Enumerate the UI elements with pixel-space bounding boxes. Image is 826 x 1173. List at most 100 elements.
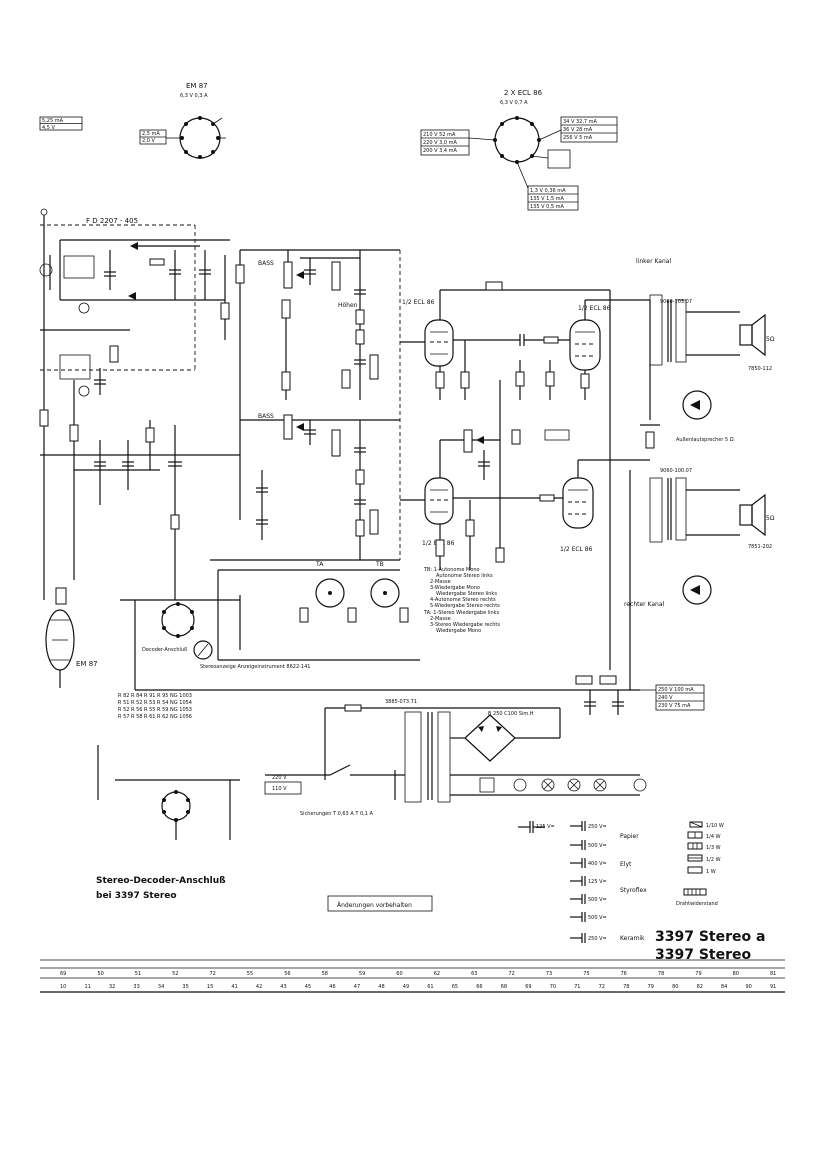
switch-legend-4: Wiedergabe Stereo links [436,591,497,597]
cap-voltage-6: 500 V= [588,915,607,921]
em87-reading-2: 2,0 V [142,138,156,144]
input-section: EM 87 [39,208,240,688]
index-number: 69 [525,984,531,990]
index-number: 11 [85,984,91,990]
index-number: 61 [427,984,433,990]
ecl86-right-reading-3: 256 V 5 mA [563,135,593,141]
capacitor-legend: 125 V= 250 V= 500 V= Papier 400 V= Elyt … [518,821,647,943]
speaker-left-label: 7850-112 [748,366,772,372]
transformer-right-label: 9060-100.07 [660,468,692,474]
ecl86-left-reading-1: 210 V 52 mA [423,132,456,138]
index-number: 15 [207,984,213,990]
res-rating-3: 1/2 W [706,857,721,863]
switch-legend-2: 2-Masse [430,579,451,585]
index-number: 41 [231,984,237,990]
switch-legend-1: Autonome Stereo links [436,573,493,579]
ecl86-top-name: 2 X ECL 86 [504,89,543,97]
parts-row-2: R 52 R 56 R 55 R 59 NG 1053 [118,707,192,713]
cap-group-elyt: Elyt [620,861,632,868]
res-rating-2: 1/3 W [706,845,721,851]
index-number: 10 [60,984,66,990]
index-number: 76 [621,971,627,977]
resistor-legend: 1/10 W 1/4 W 1/3 W 1/2 W 1 W Drahtwiders… [676,821,724,907]
em87-top-name: EM 87 [186,82,208,90]
ecl86-bottom-reading-1: 1,3 V 0,36 mA [530,188,566,194]
linker-kanal-label: linker Kanal [636,258,671,265]
ecl86-top-ratings: 6,3 V 0,7 A [500,100,528,106]
fuse-label: Sicherungen T 0,63 A T 0,1 A [300,811,374,817]
em87-bottom-name: EM 87 [76,660,98,668]
ecl86-top-socket: 2 X ECL 86 6,3 V 0,7 A 210 V 52 mA 220 V… [420,89,618,211]
volt-110-label: 110 V [272,786,287,792]
switch-legend-6: 5-Wiedergabe Stereo rechts [430,603,500,609]
cap-group-keramik: Keramik [620,935,645,942]
ecl86-label-4: 1/2 ECL 86 [560,546,593,553]
changes-note: Änderungen vorbehalten [337,902,412,909]
index-number: 69 [60,971,66,977]
cap-voltage-4: 125 V= [588,879,607,885]
ecl86-left-reading-2: 220 V 3,0 mA [423,140,458,146]
cap-group-styroflex: Styroflex [620,887,647,894]
stereo-meter-label: Stereoanzeige Anzeigeinstrument 8622-141 [200,664,310,670]
index-number: 80 [733,971,739,977]
rechter-kanal-label: rechter Kanal [624,601,665,608]
bass-label-top: BASS [258,260,274,267]
index-number: 48 [378,984,384,990]
switch-legend-3: 3-Wiedergabe Mono [430,585,480,591]
treble-label: Höhen [338,302,358,309]
tone-section: BASS BASS Höhen [210,249,401,561]
switch-legend-9: 3-Stereo Wiedergabe rechts [430,622,500,628]
em87-top-ratings: 6,3 V 0,3 A [180,93,208,99]
top-left-reading-2: 4,5 V [42,125,56,131]
switch-legend-8: 2-Masse [430,616,451,622]
parts-row-3: R 57 R 58 R 61 R 62 NG 1056 [118,714,192,720]
ecl86-label-3: 1/2 ECL 86 [578,305,611,312]
index-number: 33 [133,984,139,990]
power-reading-1: 250 V 100 mA [658,687,694,693]
rectifier-label: B 250 C100 Sim.H [488,711,534,717]
cap-voltage-2: 500 V= [588,843,607,849]
res-rating-4: 1 W [706,869,716,875]
ecl86-left-reading-3: 200 V 3,4 mA [423,148,458,154]
speaker-ohm-right: 5Ω [766,515,775,522]
mains-transformer-label: 3885-073.71 [385,699,417,705]
index-number: 50 [97,971,103,977]
footer-titles: Stereo-Decoder-Anschluß bei 3397 Stereo … [96,876,765,963]
switch-legend: TB: 1-Autonome Mono Autonome Stereo link… [423,567,500,634]
fd-label: F D 2207 - 405 [86,217,138,225]
model-title-a: 3397 Stereo a [655,929,765,945]
top-left-readings: 5,25 mA 4,5 V [39,116,83,131]
cap-voltage-0: 125 V= [536,824,555,830]
switch-legend-7: TA: 1-Stereo Wiedergabe links [423,610,500,616]
cap-voltage-1: 250 V= [588,824,607,830]
switch-ta-label: TA [315,561,324,568]
index-number: 47 [354,984,360,990]
cap-row-2: 500 V= [570,840,607,850]
index-number: 78 [623,984,629,990]
bottom-decoder-socket [97,745,240,840]
index-number: 81 [770,971,776,977]
index-number: 51 [135,971,141,977]
cap-row-5: 500 V= [570,894,607,904]
index-number: 91 [770,984,776,990]
output-left-channel: linker Kanal 1/2 ECL 86 9060-103.07 5Ω 7… [515,258,775,670]
index-number: 60 [396,971,402,977]
em87-reading-1: 2,5 mA [142,131,160,137]
model-title-b: 3397 Stereo [655,947,752,963]
index-number: 78 [658,971,664,977]
res-rating-1: 1/4 W [706,834,721,840]
speaker-right-label: 7851-202 [748,544,772,550]
index-number: 62 [434,971,440,977]
index-number: 72 [508,971,514,977]
ecl86-right-reading-2: 36 V 28 mA [563,127,593,133]
power-reading-3: 230 V 75 mA [658,703,691,709]
function-switches: TA TB TB: 1-Autonome Mono Autonome Stere… [217,561,500,661]
parts-table: R 82 R 84 R 91 R 95 NG 1003 R 51 R 52 R … [118,693,192,720]
index-number: 35 [182,984,188,990]
switch-legend-5: 4-Autonome Stereo rechts [430,597,496,603]
index-number: 45 [305,984,311,990]
